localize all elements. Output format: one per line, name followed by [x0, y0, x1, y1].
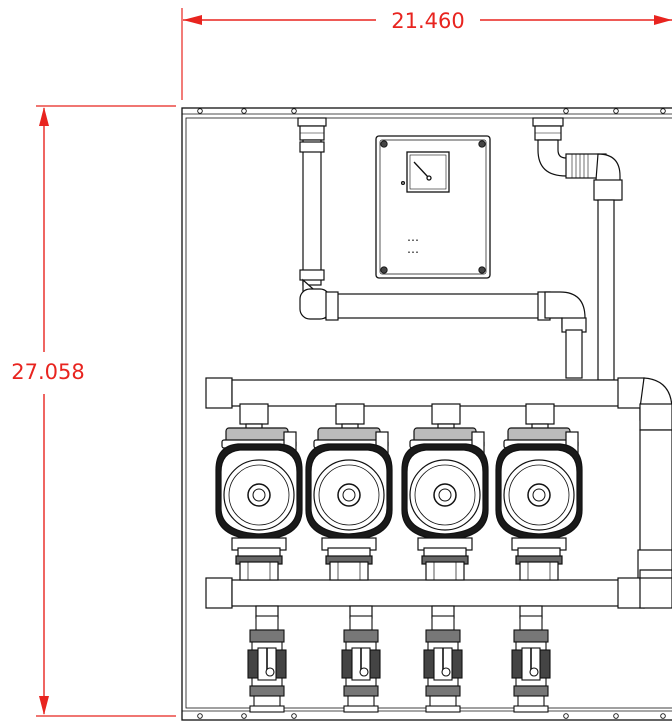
pump-1: [215, 403, 303, 581]
control-box-screws: [380, 140, 486, 274]
left-supply-pipe: [297, 117, 587, 379]
valve-1: [247, 615, 287, 713]
valve-4: [511, 615, 551, 713]
pump-4: [495, 403, 583, 581]
width-dimension: 21.460: [181, 8, 672, 100]
width-dimension-label: 21.460: [391, 9, 464, 33]
height-dimension: 27.058: [11, 105, 176, 717]
control-box-dots-top: ⋯: [407, 233, 419, 247]
pump-2: [305, 403, 393, 581]
right-riser-pipe: [637, 429, 672, 581]
right-return-pipe: [532, 117, 623, 381]
upper-manifold: [205, 377, 672, 431]
gauge-icon: [400, 151, 450, 193]
valve-3: [423, 615, 463, 713]
height-dimension-label: 27.058: [11, 360, 84, 384]
control-box: ⋯ ⋯: [375, 135, 491, 279]
valve-branch-pipes: [255, 605, 543, 619]
control-box-dots-bottom: ⋯: [407, 245, 419, 259]
pump-3: [401, 403, 489, 581]
lower-manifold: [205, 569, 672, 609]
valve-2: [341, 615, 381, 713]
